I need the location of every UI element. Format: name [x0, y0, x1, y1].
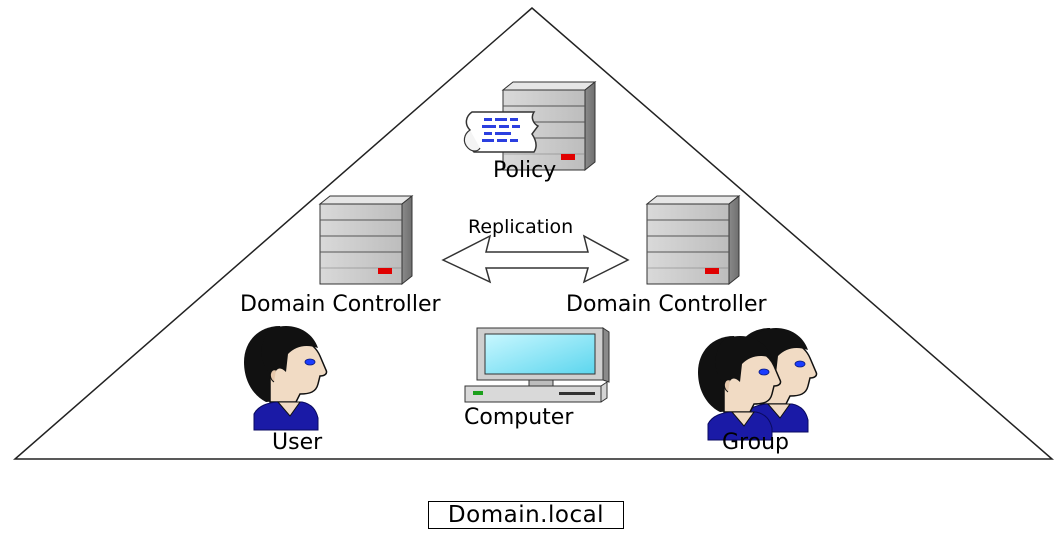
server-icon-right — [646, 195, 740, 285]
policy-server-icon — [463, 81, 596, 171]
domain-name-box: Domain.local — [428, 501, 624, 529]
domain-controller-label-right: Domain Controller — [566, 292, 767, 317]
group-label: Group — [722, 430, 789, 455]
user-label: User — [272, 430, 323, 455]
server-icon-left — [319, 195, 413, 285]
domain-controller-label-left: Domain Controller — [240, 292, 441, 317]
group-icon — [697, 327, 818, 441]
computer-label: Computer — [464, 405, 574, 430]
domain-name-label: Domain.local — [447, 501, 605, 528]
computer-icon — [464, 327, 610, 403]
user-icon — [243, 325, 328, 431]
policy-label: Policy — [493, 158, 557, 183]
replication-label: Replication — [468, 216, 574, 238]
double-arrow-icon — [441, 234, 630, 284]
